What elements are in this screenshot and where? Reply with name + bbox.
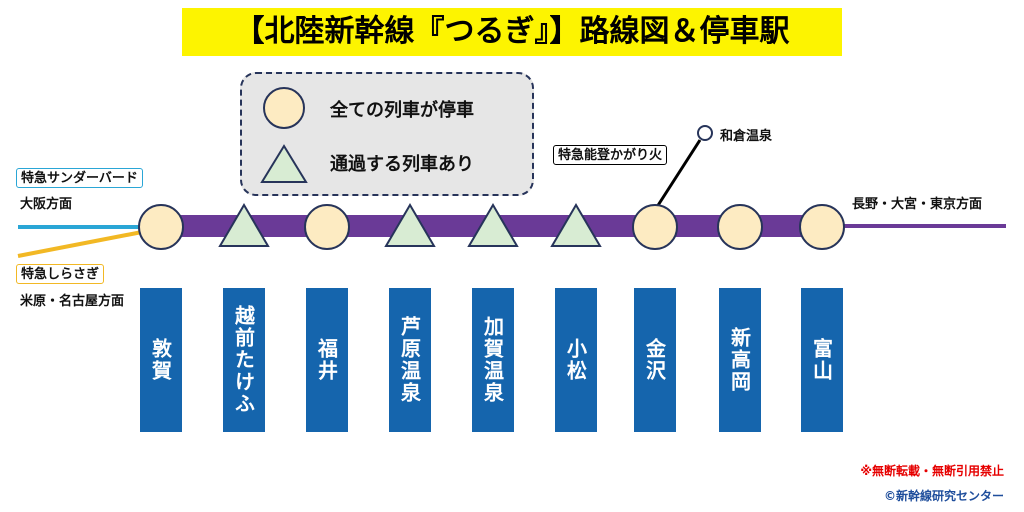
station-stop-circle-icon [138,204,184,250]
station-name-box: 越前たけふ [223,288,265,432]
noto-kagaribi-tag: 特急能登かがり火 [553,145,668,165]
wakura-onsen-icon [697,125,713,141]
page-title: 【北陸新幹線『つるぎ』】路線図＆停車駅 [182,8,842,56]
shirasagi-line [17,230,143,258]
osaka-direction-label: 大阪方面 [20,197,73,212]
station-name-box: 敦賀 [140,288,182,432]
legend-all-stop-label: 全ての列車が停車 [330,100,474,121]
tokyo-direction-label: 長野・大宮・東京方面 [852,197,983,212]
thunderbird-tag: 特急サンダーバード [16,168,143,188]
station-stop-circle-icon [799,204,845,250]
station-name-box: 芦原温泉 [389,288,431,432]
legend-some-pass-label: 通過する列車あり [330,154,474,175]
station-name-box: 富山 [801,288,843,432]
wakura-onsen-label: 和倉温泉 [720,129,773,144]
station-pass-triangle-icon [550,203,602,247]
station-pass-triangle-icon [384,203,436,247]
station-name-box: 加賀温泉 [472,288,514,432]
station-name-box: 金沢 [634,288,676,432]
station-name-box: 小松 [555,288,597,432]
wakura-branch-line [653,139,702,211]
station-pass-triangle-icon [218,203,270,247]
station-name-box: 福井 [306,288,348,432]
station-pass-triangle-icon [467,203,519,247]
credit-label: ©新幹線研究センター [883,489,1004,503]
station-name-box: 新高岡 [719,288,761,432]
station-stop-circle-icon [304,204,350,250]
legend [240,72,534,196]
shirasagi-tag: 特急しらさぎ [16,264,105,284]
station-stop-circle-icon [717,204,763,250]
no-reprint-notice: ※無断転載・無断引用禁止 [860,464,1004,478]
maibara-nagoya-direction-label: 米原・名古屋方面 [20,294,125,309]
station-stop-circle-icon [632,204,678,250]
